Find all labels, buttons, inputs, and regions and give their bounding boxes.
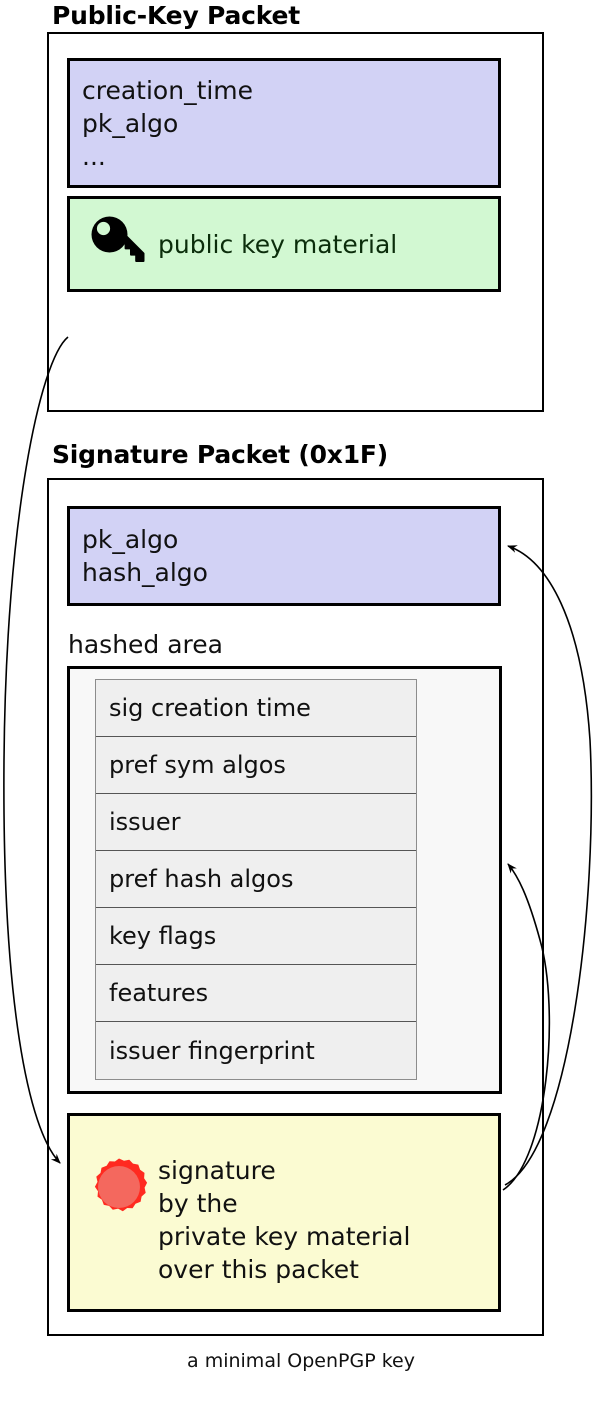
subpacket-row: pref hash algos bbox=[96, 851, 416, 908]
signature-value-box: signature by the private key material ov… bbox=[67, 1113, 501, 1312]
key-icon bbox=[80, 213, 158, 275]
subpacket-row: pref sym algos bbox=[96, 737, 416, 794]
public-key-header-fields: creation_time pk_algo ... bbox=[70, 74, 253, 173]
field-pk-algo: pk_algo bbox=[82, 108, 179, 138]
diagram-caption: a minimal OpenPGP key bbox=[187, 1350, 415, 1372]
signature-line-4: over this packet bbox=[158, 1254, 359, 1284]
subpacket-row: sig creation time bbox=[96, 680, 416, 737]
signature-header-fields: pk_algo hash_algo bbox=[70, 523, 208, 589]
signature-packet-title: Signature Packet (0x1F) bbox=[52, 440, 389, 469]
subpacket-list: sig creation time pref sym algos issuer … bbox=[95, 679, 417, 1080]
signature-line-1: signature bbox=[158, 1155, 276, 1185]
wax-seal-icon bbox=[80, 1154, 158, 1218]
subpacket-row: key flags bbox=[96, 908, 416, 965]
subpacket-row: issuer bbox=[96, 794, 416, 851]
public-key-material-row: public key material bbox=[70, 213, 498, 275]
subpacket-row: issuer fingerprint bbox=[96, 1022, 416, 1079]
hashed-area-box: sig creation time pref sym algos issuer … bbox=[67, 666, 502, 1094]
signature-value-lines: signature by the private key material ov… bbox=[158, 1154, 410, 1286]
field-creation-time: creation_time bbox=[82, 75, 254, 105]
signature-line-3: private key material bbox=[158, 1221, 411, 1251]
public-key-material-box: public key material bbox=[67, 196, 501, 292]
field-sig-pk-algo: pk_algo bbox=[82, 525, 179, 554]
signature-header-box: pk_algo hash_algo bbox=[67, 506, 501, 606]
public-key-material-label: public key material bbox=[158, 229, 398, 259]
subpacket-row: features bbox=[96, 965, 416, 1022]
public-key-header-box: creation_time pk_algo ... bbox=[67, 58, 501, 188]
signature-line-2: by the bbox=[158, 1188, 238, 1218]
field-sig-hash-algo: hash_algo bbox=[82, 558, 208, 587]
signature-value-row: signature by the private key material ov… bbox=[70, 1140, 498, 1286]
hashed-area-label: hashed area bbox=[68, 630, 223, 659]
public-key-packet-title: Public-Key Packet bbox=[52, 1, 301, 30]
field-ellipsis: ... bbox=[82, 141, 106, 171]
